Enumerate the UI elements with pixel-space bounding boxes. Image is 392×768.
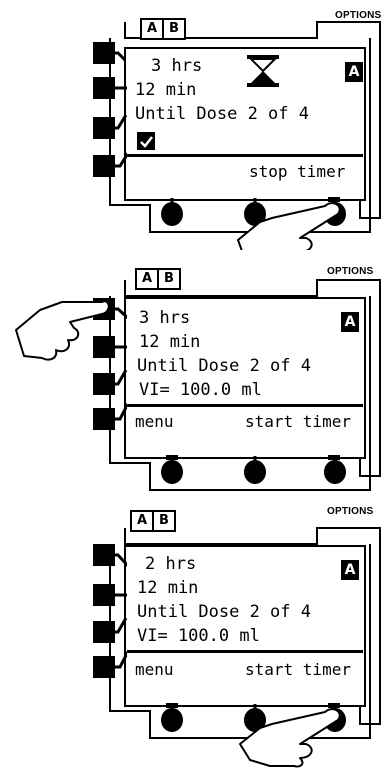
- side-key-2[interactable]: [93, 77, 128, 99]
- bottom-key-left[interactable]: [161, 704, 183, 732]
- ab-tabs: A B: [135, 268, 181, 290]
- tab-a[interactable]: A: [136, 513, 148, 528]
- options-label[interactable]: OPTIONS: [327, 506, 374, 517]
- hours-text: 3 hrs: [151, 56, 203, 76]
- mode-badge: A: [341, 312, 359, 332]
- device-frame: [93, 21, 381, 250]
- lcd-screen: 3 hrs 12 min Until Dose 2 of 4 A stop ti…: [127, 50, 363, 198]
- softkey-right-indicator: [328, 455, 340, 460]
- ab-tabs: A B: [140, 18, 186, 40]
- softkey-left-label[interactable]: menu: [135, 660, 174, 679]
- bottom-key-center[interactable]: [244, 198, 266, 226]
- side-key-4[interactable]: [93, 149, 132, 177]
- checkbox-checked-icon: [137, 132, 155, 150]
- until-dose-text: Until Dose 2 of 4: [137, 602, 311, 622]
- softkey-right-label[interactable]: stop timer: [249, 162, 346, 181]
- pointing-hand-icon: [239, 708, 341, 768]
- minutes-text: 12 min: [135, 80, 197, 100]
- bottom-key-left[interactable]: [161, 456, 183, 484]
- softkey-divider: [127, 154, 363, 157]
- tab-b[interactable]: B: [157, 270, 179, 288]
- ab-tabs: A B: [130, 510, 176, 532]
- hours-text: 3 hrs: [139, 308, 191, 328]
- tab-b[interactable]: B: [152, 512, 174, 530]
- side-key-3[interactable]: [93, 114, 128, 139]
- softkey-left-label[interactable]: menu: [135, 412, 174, 431]
- side-key-3[interactable]: [93, 617, 128, 643]
- softkey-right-indicator: [328, 197, 340, 202]
- bottom-key-left[interactable]: [161, 198, 183, 226]
- panel-start-timer-3hrs: A B OPTIONS 3 hrs 12 min Until Dose 2 of…: [0, 258, 392, 508]
- bottom-key-center[interactable]: [244, 704, 266, 732]
- minutes-text: 12 min: [139, 332, 201, 352]
- lcd-screen: 2 hrs 12 min Until Dose 2 of 4 VI= 100.0…: [127, 548, 363, 704]
- tab-a[interactable]: A: [146, 21, 158, 36]
- device-frame: [93, 527, 381, 768]
- side-key-3[interactable]: [93, 369, 128, 395]
- lcd-screen: 3 hrs 12 min Until Dose 2 of 4 VI= 100.0…: [127, 300, 363, 456]
- softkey-right-indicator: [328, 703, 340, 708]
- until-dose-text: Until Dose 2 of 4: [137, 356, 311, 376]
- side-key-4[interactable]: [93, 399, 132, 430]
- volume-infused-text: VI= 100.0 ml: [137, 626, 260, 646]
- device-frame: [15, 279, 381, 491]
- tab-b[interactable]: B: [162, 20, 184, 38]
- bottom-key-center[interactable]: [244, 456, 266, 484]
- side-key-4[interactable]: [93, 647, 132, 678]
- side-key-2[interactable]: [93, 584, 130, 606]
- softkey-divider: [127, 404, 363, 407]
- mode-badge: A: [341, 560, 359, 580]
- pointing-hand-icon: [237, 202, 341, 250]
- panel-stop-timer: A B OPTIONS 3 hrs 12 min Until Dose 2 of…: [0, 0, 392, 250]
- softkey-right-label[interactable]: start timer: [245, 660, 351, 679]
- volume-infused-text: VI= 100.0 ml: [139, 380, 262, 400]
- softkey-divider: [127, 650, 363, 653]
- softkey-left-indicator: [166, 703, 178, 708]
- softkey-right-label[interactable]: start timer: [245, 412, 351, 431]
- hours-text: 2 hrs: [145, 554, 197, 574]
- softkey-left-indicator: [166, 455, 178, 460]
- pointing-hand-icon: [15, 300, 110, 361]
- mode-badge: A: [345, 62, 363, 82]
- tab-a[interactable]: A: [141, 271, 153, 286]
- until-dose-text: Until Dose 2 of 4: [135, 104, 309, 124]
- side-key-2[interactable]: [93, 336, 130, 358]
- options-label[interactable]: OPTIONS: [327, 266, 374, 277]
- minutes-text: 12 min: [137, 578, 199, 598]
- options-label[interactable]: OPTIONS: [335, 10, 382, 21]
- side-key-1[interactable]: [93, 544, 130, 568]
- side-key-1[interactable]: [93, 42, 127, 64]
- bottom-key-right[interactable]: [324, 456, 346, 484]
- panel-start-timer-2hrs: A B OPTIONS 2 hrs 12 min Until Dose 2 of…: [0, 506, 392, 768]
- hourglass-icon: [247, 55, 279, 87]
